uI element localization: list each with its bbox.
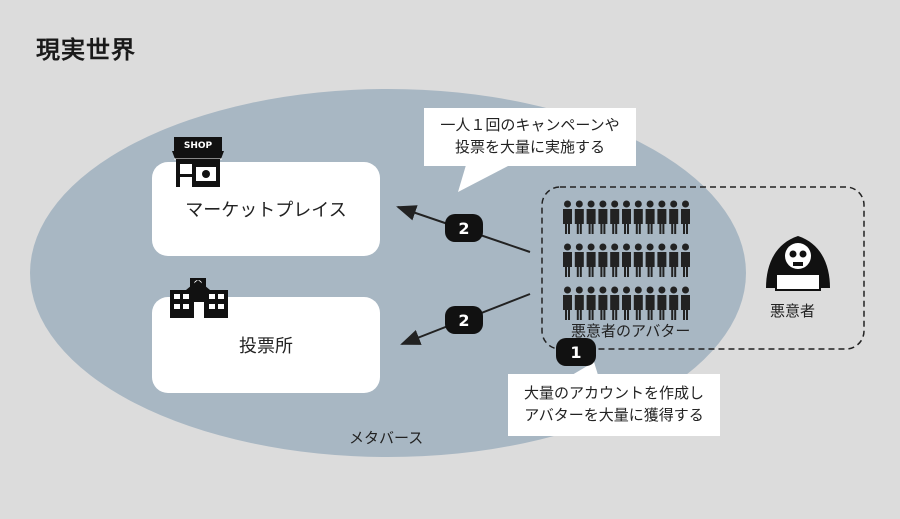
metaverse-label: メタバース <box>349 429 424 447</box>
callout-bottom-line1: 大量のアカウントを作成し <box>523 384 704 402</box>
callout-top-line1: 一人１回のキャンペーンや <box>440 116 620 134</box>
step-2-badge-market: 2 <box>445 214 483 242</box>
callout-bottom-line2: アバターを大量に獲得する <box>524 406 704 424</box>
polling-station-label: 投票所 <box>239 336 293 357</box>
step-1-badge: 1 <box>556 338 596 366</box>
attacker-label: 悪意者 <box>770 302 816 320</box>
step-2-badge-vote: 2 <box>445 306 483 334</box>
avatar-group-border <box>541 186 865 350</box>
marketplace-label: マーケットプレイス <box>185 200 347 221</box>
marketplace-box: マーケットプレイス <box>152 162 380 256</box>
callout-mass-accounts: 大量のアカウントを作成し アバターを大量に獲得する <box>508 374 720 436</box>
callout-mass-voting: 一人１回のキャンペーンや 投票を大量に実施する <box>424 108 636 166</box>
page-title: 現実世界 <box>36 36 136 64</box>
polling-station-box: 投票所 <box>152 297 380 393</box>
avatars-label: 悪意者のアバター <box>571 322 691 340</box>
callout-top-line2: 投票を大量に実施する <box>454 138 605 156</box>
